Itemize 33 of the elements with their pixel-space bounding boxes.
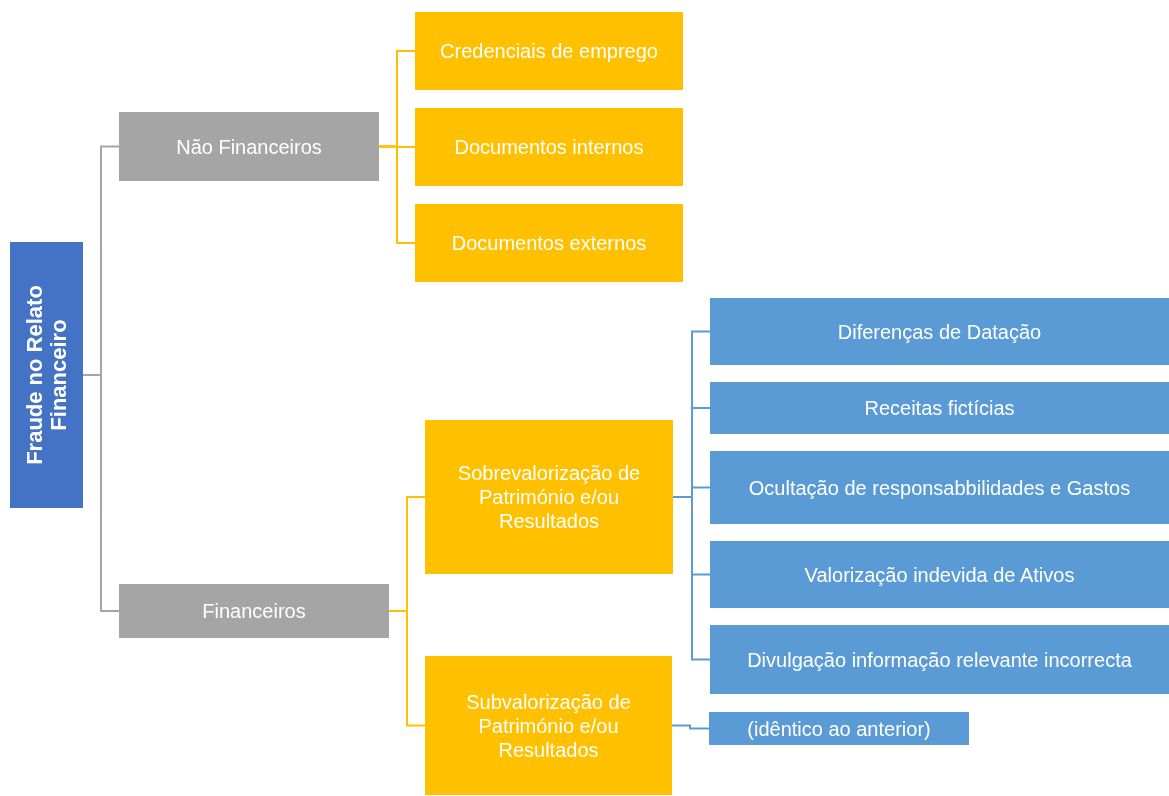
box-label: Valorização indevida de Ativos: [804, 562, 1075, 587]
category-box: [119, 584, 389, 638]
connector-line: [671, 724, 710, 730]
box-label: Divulgação informação relevante incorrecta: [747, 647, 1132, 672]
category-box: [710, 382, 1169, 434]
category-box: [415, 204, 683, 282]
box-label: (idêntico ao anterior): [747, 716, 931, 741]
connector-line: [378, 145, 416, 244]
box-label: Sobrevalorização de Património e/ou Resultados: [456, 461, 642, 533]
box-label: Financeiros: [202, 599, 306, 623]
connector-line: [82, 374, 120, 612]
box-label: Documentos externos: [451, 231, 647, 255]
box-label: Subvalorização de Património e/ou Resultados: [465, 689, 632, 762]
connector-line: [672, 496, 711, 661]
box-label: Não Financeiros: [176, 134, 322, 159]
category-box: [709, 712, 969, 745]
connector-line: [388, 610, 426, 727]
box-label: Documentos internos: [454, 135, 644, 159]
category-box: [710, 541, 1169, 608]
category-box: [415, 12, 683, 90]
box-label: Credenciais de emprego: [440, 39, 658, 63]
category-box: [10, 242, 83, 508]
box-label: Fraude no Relato Financeiro: [22, 284, 71, 467]
category-box: [710, 625, 1169, 694]
box-label: Ocultação de responsabbilidades e Gastos: [748, 475, 1131, 500]
box-label: Receitas fictícias: [864, 396, 1015, 420]
category-box: [710, 298, 1169, 365]
category-box: [415, 108, 683, 186]
category-box: [425, 656, 672, 795]
category-box: [710, 451, 1169, 524]
category-box: [425, 420, 673, 574]
category-box: [119, 112, 379, 181]
box-label: Diferenças de Datação: [837, 319, 1042, 344]
